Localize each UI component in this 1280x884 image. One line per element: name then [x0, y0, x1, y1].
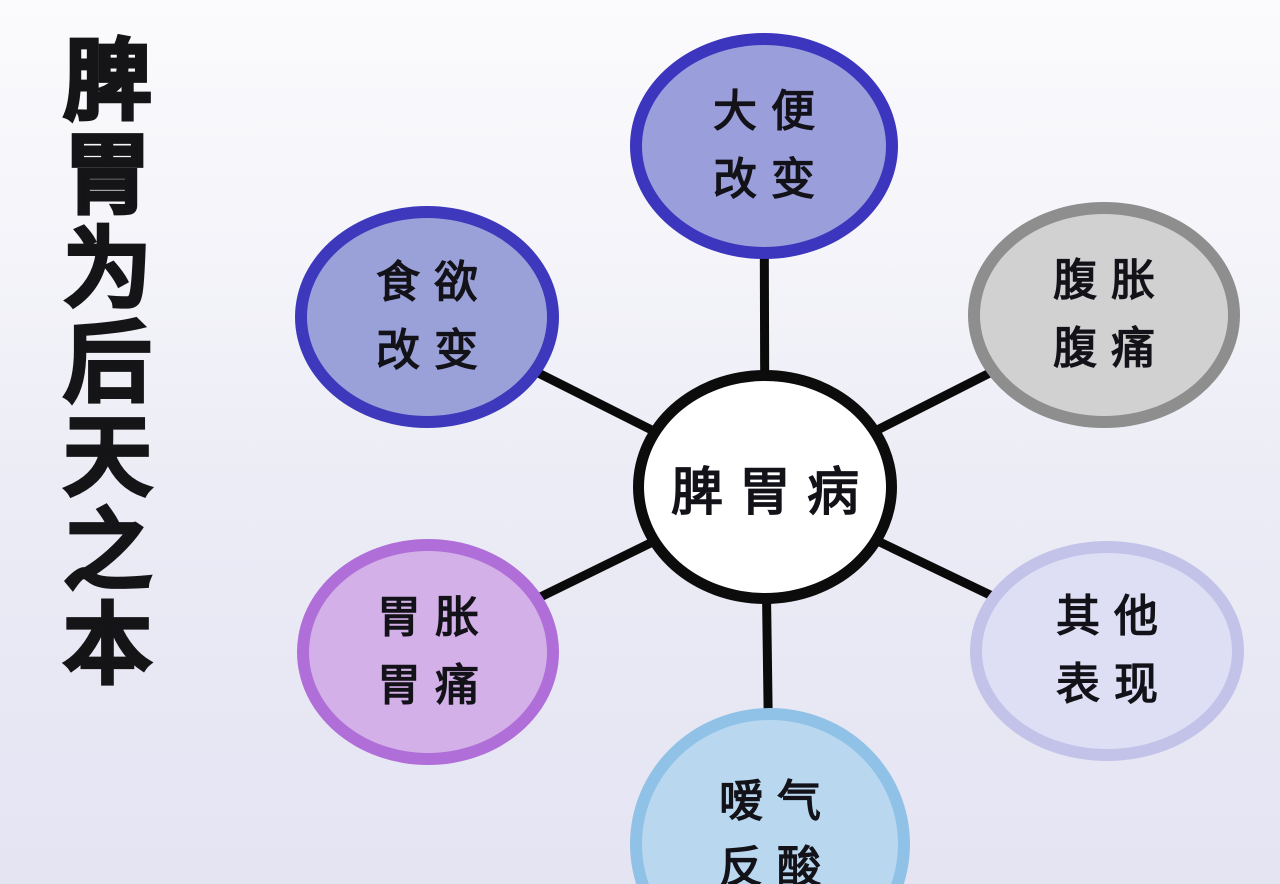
node-label-line: 胃胀 [377, 592, 493, 643]
node-label-line: 胃痛 [377, 660, 493, 711]
node-label-line: 食欲 [376, 257, 492, 308]
node-abdominal-bloating-pain: 腹胀 腹痛 [968, 202, 1240, 428]
node-stool-change: 大便 改变 [630, 33, 898, 259]
node-central-disease: 脾胃病 [633, 370, 897, 604]
node-label-line: 腹痛 [1053, 323, 1169, 374]
page-title: 脾胃为后天之本 [48, 33, 154, 694]
node-label-line: 其他 [1056, 591, 1172, 642]
node-label-line: 改变 [376, 325, 492, 376]
node-label-line: 嗳气 [719, 776, 835, 827]
center-label: 脾胃病 [670, 462, 875, 523]
node-label-line: 改变 [713, 154, 829, 205]
node-label-line: 表现 [1056, 659, 1172, 710]
node-stomach-bloating-pain: 胃胀 胃痛 [297, 539, 559, 765]
node-label-line: 大便 [713, 86, 829, 137]
node-label-line: 反酸 [719, 842, 835, 884]
node-label-line: 腹胀 [1053, 255, 1169, 306]
node-other-manifestations: 其他 表现 [970, 541, 1244, 761]
node-appetite-change: 食欲 改变 [295, 206, 559, 428]
